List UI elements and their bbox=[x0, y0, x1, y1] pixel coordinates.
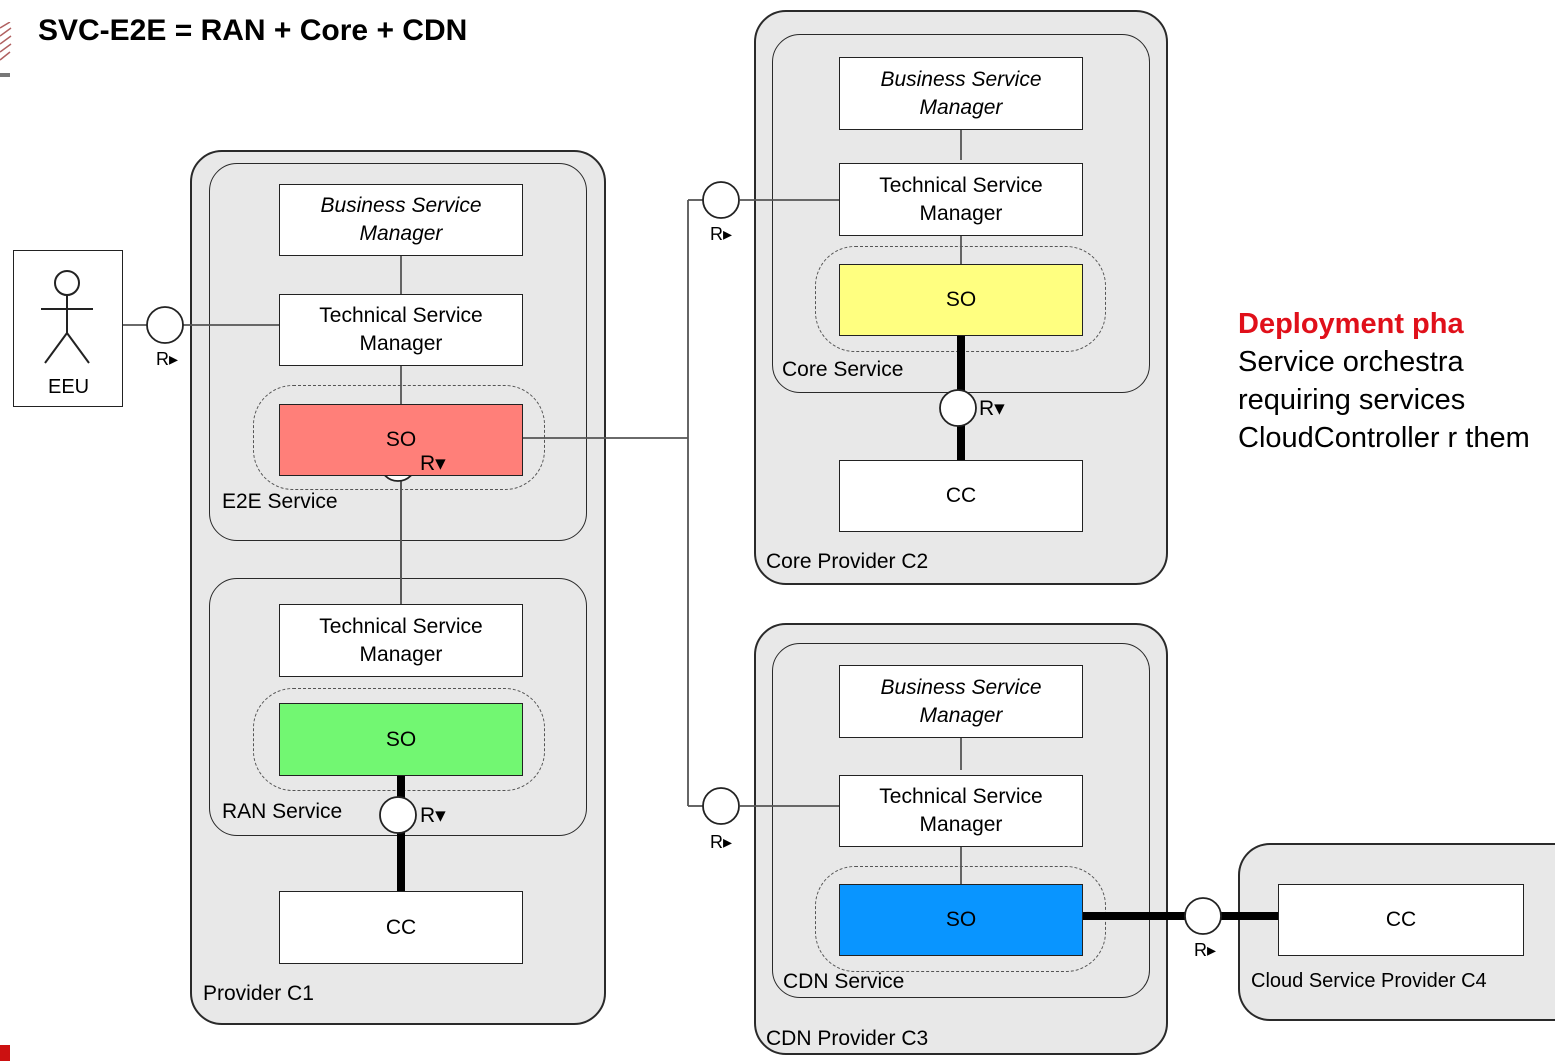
interface-label-c1-ran: R▾ bbox=[420, 452, 446, 475]
core-service-label: Core Service bbox=[782, 358, 904, 381]
interface-ran-cc bbox=[379, 796, 417, 834]
interface-label-ran-cc: R▾ bbox=[420, 804, 446, 827]
e2e-business-service-manager: Business Service Manager bbox=[279, 184, 523, 256]
c1-cloud-controller: CC bbox=[279, 891, 523, 964]
interface-label-eeu: R▸ bbox=[156, 349, 179, 369]
c4-cloud-controller: CC bbox=[1278, 884, 1524, 956]
logo-divider bbox=[0, 73, 10, 77]
page-title: SVC-E2E = RAN + Core + CDN bbox=[38, 14, 468, 47]
deployment-note: Deployment pha Service orchestra requiri… bbox=[1238, 305, 1555, 457]
interface-eeu bbox=[146, 306, 184, 344]
interface-core bbox=[702, 181, 740, 219]
e2e-service-orchestrator: SO bbox=[279, 404, 523, 476]
interface-label-cloud: R▸ bbox=[1194, 940, 1217, 960]
logo-fragment bbox=[0, 22, 12, 61]
core-technical-service-manager: Technical Service Manager bbox=[839, 163, 1083, 236]
interface-cloud bbox=[1184, 897, 1222, 935]
interface-label-core: R▸ bbox=[710, 224, 733, 244]
corner-mark bbox=[0, 1045, 10, 1061]
e2e-technical-service-manager: Technical Service Manager bbox=[279, 294, 523, 366]
eeu-actor: EEU bbox=[13, 250, 123, 407]
interface-label-core-cc: R▾ bbox=[979, 397, 1005, 420]
ran-technical-service-manager: Technical Service Manager bbox=[279, 604, 523, 677]
ran-service-label: RAN Service bbox=[222, 800, 343, 823]
cdn-technical-service-manager: Technical Service Manager bbox=[839, 775, 1083, 847]
core-provider-c2-label: Core Provider C2 bbox=[766, 550, 929, 573]
e2e-service-label: E2E Service bbox=[222, 490, 338, 513]
deployment-heading: Deployment pha bbox=[1238, 308, 1464, 340]
cdn-business-service-manager: Business Service Manager bbox=[839, 665, 1083, 738]
eeu-label: EEU bbox=[48, 376, 90, 398]
core-service-orchestrator: SO bbox=[839, 264, 1083, 336]
core-business-service-manager: Business Service Manager bbox=[839, 57, 1083, 130]
person-icon bbox=[41, 270, 93, 364]
provider-c1-label: Provider C1 bbox=[203, 982, 314, 1005]
cdn-service-label: CDN Service bbox=[783, 970, 905, 993]
cdn-provider-c3-label: CDN Provider C3 bbox=[766, 1027, 929, 1050]
interface-cdn bbox=[702, 787, 740, 825]
c2-cloud-controller: CC bbox=[839, 460, 1083, 532]
ran-service-orchestrator: SO bbox=[279, 703, 523, 776]
cdn-service-orchestrator: SO bbox=[839, 884, 1083, 956]
deployment-body: Service orchestra requiring services Clo… bbox=[1238, 346, 1530, 454]
interface-core-cc bbox=[939, 389, 977, 427]
interface-label-cdn: R▸ bbox=[710, 832, 733, 852]
cloud-provider-c4-label: Cloud Service Provider C4 bbox=[1251, 970, 1487, 992]
